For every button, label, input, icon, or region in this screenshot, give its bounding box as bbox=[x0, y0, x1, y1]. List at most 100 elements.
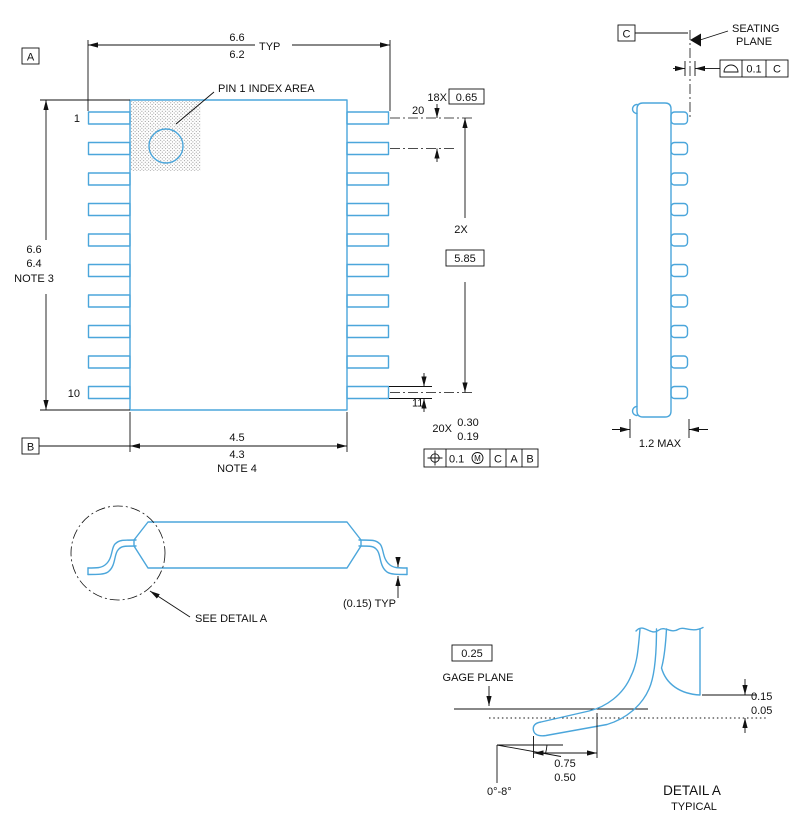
lead-width-upper: 0.30 bbox=[457, 417, 478, 429]
pin-number-10: 10 bbox=[68, 388, 80, 400]
dim-width-lower: 6.2 bbox=[229, 49, 244, 61]
pin bbox=[87, 141, 131, 156]
angle-line bbox=[496, 744, 562, 757]
body-width-upper: 4.5 bbox=[229, 432, 244, 444]
span-count: 2X bbox=[454, 224, 468, 236]
side-view: C SEATING PLANE 0.1 C 1.2 MAX bbox=[612, 23, 789, 450]
foot-length-upper: 0.75 bbox=[554, 758, 575, 770]
profile-fcf: 0.1 C bbox=[719, 59, 789, 78]
angle-arc bbox=[545, 744, 548, 754]
body-corner-outline bbox=[660, 628, 701, 696]
profile-of-surface-icon bbox=[723, 64, 739, 73]
pin bbox=[346, 202, 390, 217]
right-pins bbox=[346, 111, 390, 400]
pin bbox=[346, 111, 390, 125]
pin bbox=[346, 141, 390, 156]
datum-b-label: B bbox=[27, 442, 34, 454]
pin bbox=[87, 385, 131, 400]
pin bbox=[670, 111, 689, 125]
circled-m-icon: M bbox=[471, 452, 484, 464]
basic-dim-box bbox=[448, 88, 485, 105]
angle-dim: 0°-8° bbox=[487, 786, 512, 798]
seating-plane-label-1: SEATING bbox=[732, 23, 779, 35]
detail-circle bbox=[70, 505, 166, 601]
length-upper: 6.6 bbox=[26, 244, 41, 256]
pin bbox=[670, 202, 689, 217]
detail-subtitle: TYPICAL bbox=[671, 801, 717, 813]
pin bbox=[670, 263, 689, 278]
front-body-outline bbox=[133, 521, 362, 569]
pin-number-11: 11 bbox=[412, 398, 423, 410]
fcf-datum-3: B bbox=[526, 454, 533, 466]
pin-number-1: 1 bbox=[74, 113, 80, 125]
span-value: 5.85 bbox=[454, 253, 475, 265]
datum-c-label: C bbox=[623, 29, 631, 41]
lead-bend-outline bbox=[532, 628, 658, 737]
dim-width-upper: 6.6 bbox=[229, 32, 244, 44]
detail-title: DETAIL A bbox=[663, 783, 721, 798]
leader-line bbox=[175, 91, 215, 125]
fcf-frame bbox=[423, 448, 539, 468]
profile-tolerance: 0.1 bbox=[746, 64, 761, 76]
pin bbox=[87, 202, 131, 217]
datum-a-box bbox=[21, 47, 40, 65]
mold-bump bbox=[631, 405, 638, 417]
lead-thickness-dim: (0.15) TYP bbox=[343, 598, 396, 610]
pin bbox=[346, 385, 390, 400]
basic-dim-box bbox=[445, 249, 485, 267]
pin-number-20: 20 bbox=[412, 105, 424, 117]
pin bbox=[87, 324, 131, 339]
left-pins bbox=[87, 111, 131, 400]
pin bbox=[87, 111, 131, 125]
detail-a: 0.25 GAGE PLANE 0.15 0.05 0.75 0.50 0°-8… bbox=[443, 626, 772, 813]
fcf-frame bbox=[719, 59, 789, 78]
pin bbox=[670, 172, 689, 186]
lead-width-count: 20X bbox=[432, 423, 452, 435]
pin bbox=[670, 141, 689, 156]
side-pins bbox=[670, 111, 689, 400]
pin bbox=[87, 233, 131, 247]
mold-bump bbox=[631, 103, 638, 115]
pin bbox=[670, 355, 689, 369]
pitch-count: 18X bbox=[427, 92, 447, 104]
front-view: SEE DETAIL A (0.15) TYP bbox=[70, 505, 408, 625]
break-line bbox=[635, 626, 704, 633]
pin bbox=[87, 355, 131, 369]
fcf-dividers bbox=[445, 449, 523, 467]
pin bbox=[87, 294, 131, 308]
fcf-datum-2: A bbox=[510, 454, 518, 466]
package-body-outline bbox=[129, 99, 348, 411]
fcf-datum-1: C bbox=[494, 454, 502, 466]
right-lead bbox=[358, 539, 408, 569]
leader-line bbox=[699, 30, 729, 41]
foot-length-lower: 0.50 bbox=[554, 772, 575, 784]
left-lead bbox=[87, 545, 137, 576]
standoff-upper: 0.15 bbox=[751, 691, 772, 703]
extension-line bbox=[629, 419, 690, 438]
pin bbox=[346, 172, 390, 186]
pin bbox=[670, 324, 689, 339]
gage-plane-label: GAGE PLANE bbox=[443, 672, 514, 684]
right-lead bbox=[358, 545, 408, 576]
pin bbox=[670, 233, 689, 247]
see-detail-label: SEE DETAIL A bbox=[195, 613, 268, 625]
pin1-index-circle bbox=[148, 128, 184, 164]
pin bbox=[87, 263, 131, 278]
pin bbox=[346, 355, 390, 369]
left-lead bbox=[87, 539, 137, 569]
pin bbox=[346, 294, 390, 308]
seating-plane-triangle-icon bbox=[690, 33, 701, 47]
fcf-tolerance: 0.1 bbox=[449, 454, 464, 466]
thickness-dim: 1.2 MAX bbox=[639, 438, 682, 450]
pitch-value: 0.65 bbox=[456, 92, 477, 104]
pin bbox=[670, 385, 689, 400]
length-lower: 6.4 bbox=[26, 258, 41, 270]
datum-a-label: A bbox=[27, 52, 35, 64]
profile-datum: C bbox=[773, 64, 781, 76]
svg-text:M: M bbox=[474, 454, 481, 463]
top-view: 6.6 6.2 TYP PIN 1 INDEX AREA 1 10 20 11 … bbox=[14, 32, 539, 475]
position-symbol-icon bbox=[427, 450, 443, 466]
dim-width-typ: TYP bbox=[259, 41, 280, 53]
